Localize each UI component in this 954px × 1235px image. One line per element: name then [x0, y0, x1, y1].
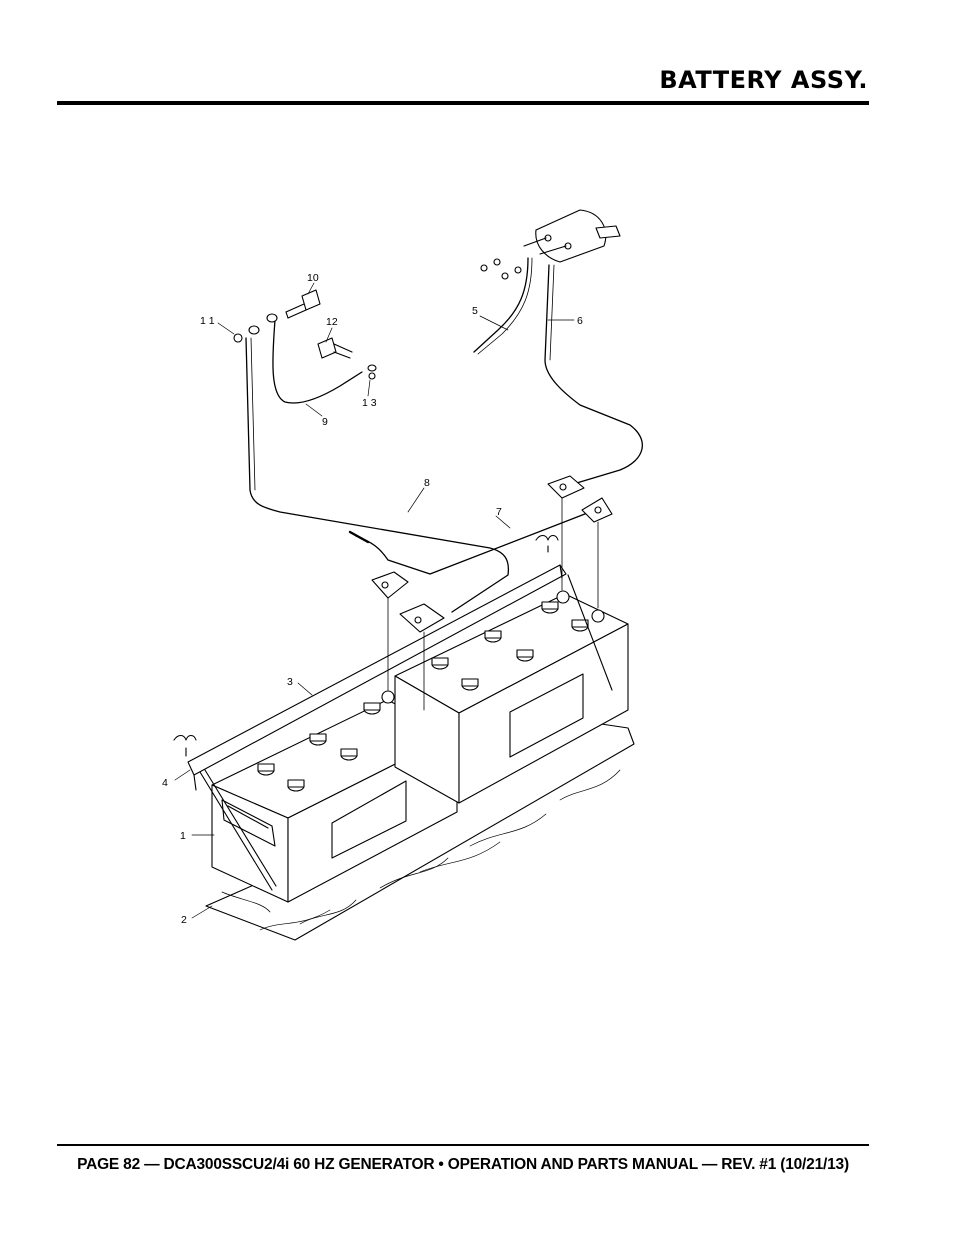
ring-terminal [248, 313, 377, 372]
callout-leaders [174, 282, 575, 919]
cable-5 [473, 257, 529, 353]
callout-12: 12 [326, 316, 338, 328]
bolt-10 [285, 289, 321, 319]
callout-6: 6 [577, 315, 583, 327]
callout-13: 1 3 [362, 397, 377, 409]
cable-9 [272, 319, 363, 404]
callout-11: 1 1 [200, 315, 215, 327]
callout-2: 2 [181, 914, 187, 926]
nut-11 [233, 333, 243, 343]
page-title: BATTERY ASSY. [659, 66, 868, 94]
callout-labels: 1 2 3 4 5 6 7 8 9 10 1 1 12 1 3 [162, 272, 583, 926]
callout-3: 3 [287, 676, 293, 688]
callout-8: 8 [424, 477, 430, 489]
callout-5: 5 [472, 305, 478, 317]
cable-6 [544, 264, 643, 489]
battery-right [394, 590, 629, 804]
nut-cluster [480, 258, 522, 280]
terminal-clamp [371, 475, 613, 633]
callout-4: 4 [162, 777, 168, 789]
washer-13 [368, 372, 376, 380]
header-divider [57, 101, 869, 105]
starter-relay [523, 209, 621, 263]
cable-7 [355, 511, 591, 575]
hold-down-rod [173, 534, 613, 891]
callout-1: 1 [180, 830, 186, 842]
callout-9: 9 [322, 416, 328, 428]
terminal-leader [387, 497, 599, 711]
page-footer: PAGE 82 — DCA300SSCU2/4i 60 HZ GENERATOR… [77, 1156, 849, 1173]
footer-divider [57, 1144, 869, 1146]
callout-10: 10 [307, 272, 319, 284]
bolt-12 [317, 337, 353, 359]
callout-7: 7 [496, 506, 502, 518]
cable-8 [245, 337, 510, 613]
